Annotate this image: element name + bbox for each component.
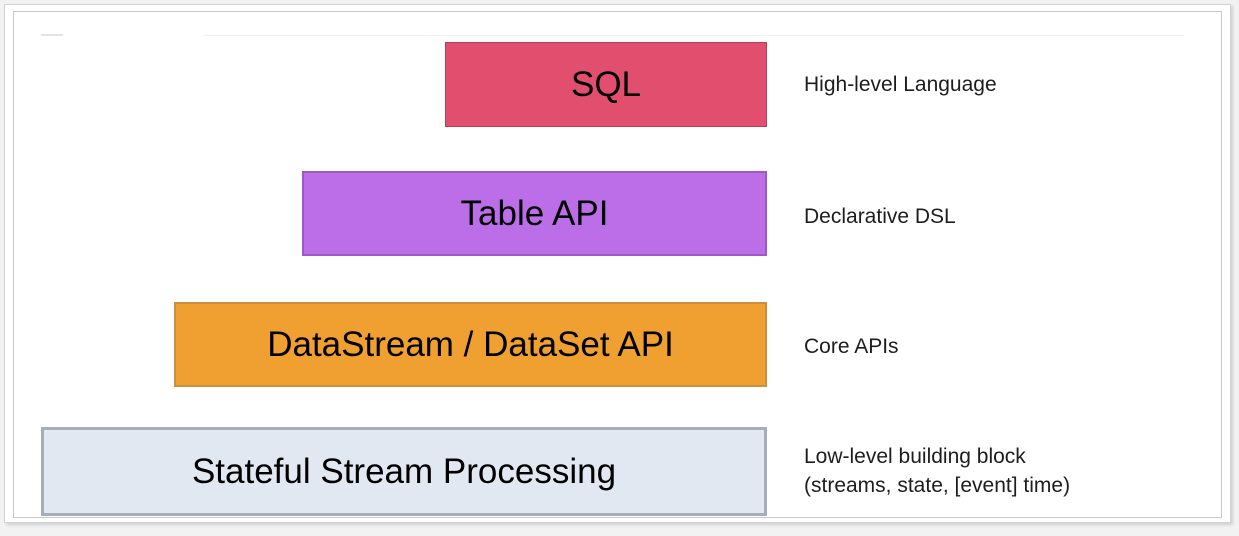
layer-bar-sql[interactable]: SQL [445, 42, 767, 127]
slide-inner-frame: SQL High-level Language Table API Declar… [13, 11, 1222, 518]
layer-note-sql: High-level Language [804, 73, 997, 96]
top-divider-rule [204, 35, 1184, 36]
top-left-tick-mark [41, 34, 63, 36]
layer-note-stateful-stream-processing: Low-level building block (streams, state… [804, 445, 1071, 497]
layer-bar-stateful-stream-processing-label: Stateful Stream Processing [191, 452, 617, 491]
layer-note-datastream-dataset-api: Core APIs [804, 335, 899, 358]
layer-bar-datastream-dataset-api[interactable]: DataStream / DataSet API [174, 302, 767, 387]
layer-bar-stateful-stream-processing[interactable]: Stateful Stream Processing [41, 427, 767, 516]
layer-bar-datastream-dataset-api-label: DataStream / DataSet API [267, 325, 674, 364]
layer-bar-table-api[interactable]: Table API [302, 171, 767, 256]
layer-note-table-api: Declarative DSL [804, 205, 956, 228]
layer-bar-table-api-label: Table API [460, 194, 609, 233]
layer-bar-sql-label: SQL [570, 65, 642, 104]
